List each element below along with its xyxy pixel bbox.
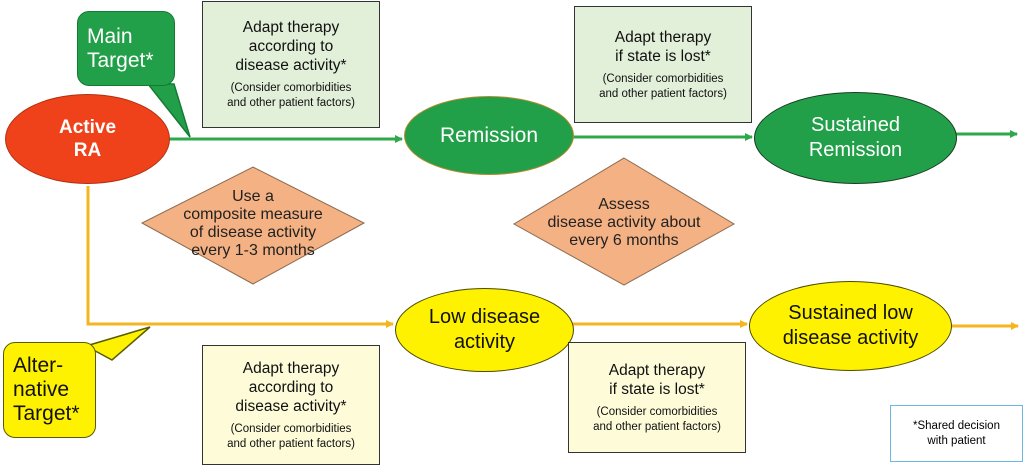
composite-line-3: of disease activity [189,224,317,241]
composite-line-4: every 1-3 months [191,242,315,259]
shared-legend-line-2: with patient [927,434,986,447]
node-active-ra: Active RA [5,94,170,184]
diamond-composite-measure-text: Use a composite measure of disease activ… [168,185,338,263]
main-target-callout: Main Target* [77,11,175,86]
node-sustained-low-line-1: Sustained low [788,302,913,324]
node-sustained-low-line-2: disease activity [782,327,919,349]
shared-decision-legend: *Shared decision with patient [890,405,1023,462]
assess-line-1: Assess [598,196,650,213]
box-tr-main-1: Adapt therapy [614,28,712,46]
node-active-ra-line-2: RA [73,140,102,161]
alt-target-line-2: native [13,378,70,401]
box-tl-note-2: and other patient factors) [227,97,355,109]
alternative-target-callout: Alter- native Target* [3,342,96,438]
box-tl-note-1: (Consider comorbidities [230,82,352,94]
box-bl-main-2: according to [248,378,334,396]
box-adapt-therapy-top-left: Adapt therapy according to disease activ… [202,1,380,128]
alt-target-callout-tail [84,326,151,361]
box-bl-note-2: and other patient factors) [227,437,355,450]
node-remission: Remission [404,96,574,175]
node-active-ra-line-1: Active [58,117,117,138]
box-br-main-2: if state is lost* [609,380,705,398]
node-sustained-remission: Sustained Remission [754,92,957,184]
box-tr-main-2: if state is lost* [615,47,711,65]
box-tl-main-1: Adapt therapy [242,19,340,36]
box-br-main-1: Adapt therapy [608,361,706,379]
diamond-assess-activity [512,157,736,286]
main-target-line-1: Main [87,24,133,48]
composite-line-1: Use a [232,188,274,205]
box-tr-note-1: (Consider comorbidities [602,72,724,85]
node-low-disease-activity: Low disease activity [395,288,574,372]
node-low-line-1: Low disease [428,306,541,328]
node-sustained-remission-line-1: Sustained [811,114,900,136]
main-target-line-2: Target* [87,48,154,72]
diamond-composite-measure [140,166,366,285]
arrow-active-to-low [86,186,394,328]
shared-legend-line-1: *Shared decision [913,419,1000,432]
box-adapt-therapy-top-right: Adapt therapy if state is lost* (Conside… [574,6,752,123]
box-adapt-therapy-bottom-right: Adapt therapy if state is lost* (Conside… [568,342,746,453]
box-bl-main-3: disease activity* [235,397,347,415]
box-adapt-therapy-bottom-left: Adapt therapy according to disease activ… [202,345,380,465]
node-remission-label: Remission [439,123,539,147]
assess-line-2: disease activity about [547,214,701,231]
node-low-line-2: activity [453,331,516,353]
box-bl-note-1: (Consider comorbidities [230,422,352,435]
box-tr-note-2: and other patient factors) [599,87,727,100]
box-tl-main-2: according to [248,38,334,55]
node-sustained-remission-line-2: Remission [808,139,903,161]
assess-line-3: every 6 months [569,232,679,249]
box-tl-main-3: disease activity* [235,57,347,74]
node-sustained-low-disease-activity: Sustained low disease activity [749,281,952,371]
composite-line-2: composite measure [183,206,323,223]
box-bl-main-1: Adapt therapy [242,359,340,377]
box-br-note-2: and other patient factors) [593,420,721,433]
alt-target-line-3: Target* [13,402,80,425]
box-br-note-1: (Consider comorbidities [596,405,718,418]
diamond-assess-activity-text: Assess disease activity about every 6 mo… [539,193,709,253]
alt-target-line-1: Alter- [13,354,64,377]
